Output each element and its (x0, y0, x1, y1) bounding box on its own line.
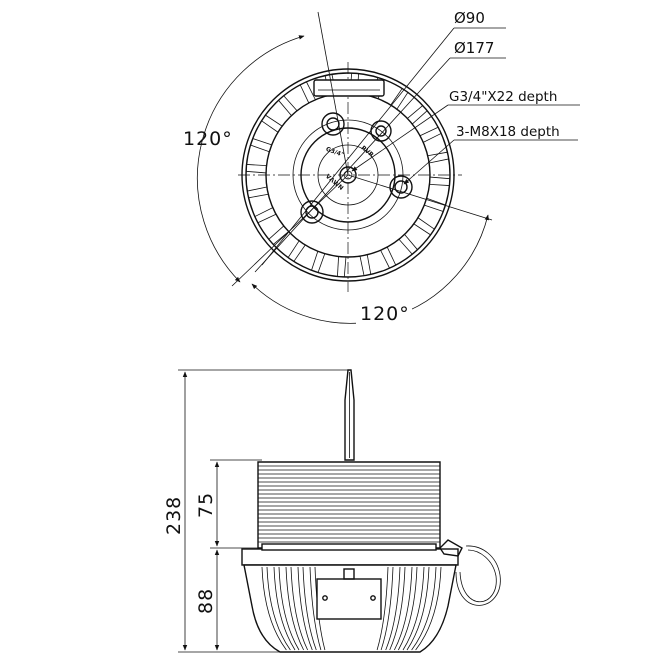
angle-ext-top (317, 11, 349, 176)
fin-line (248, 193, 269, 199)
fin-line (257, 213, 277, 224)
dia177-leader (254, 57, 451, 273)
lanyard-ring-inner (459, 549, 497, 602)
housing-fin (385, 566, 401, 651)
thread-hole-label: G3/4"X22 depth (449, 89, 557, 105)
angle-ext-right (347, 174, 493, 221)
housing-fins (261, 566, 442, 651)
angle-arc-left (197, 35, 305, 283)
fin-line (396, 92, 409, 110)
housing-fin (309, 566, 322, 651)
fin-line (390, 88, 403, 106)
bolt-leader (403, 139, 455, 185)
housing-fin (285, 566, 304, 651)
housing-fin (394, 566, 413, 651)
fin-line (252, 138, 272, 146)
thread-hole-circle (339, 166, 357, 184)
fin-line (411, 110, 428, 125)
housing-fin (398, 566, 418, 651)
housing-fin (402, 566, 425, 651)
fin-line (265, 114, 283, 127)
angle-label-bottom-bg (356, 300, 412, 324)
nameplate-tab (343, 568, 355, 580)
housing-fin (261, 566, 287, 651)
housing-fin (278, 566, 300, 651)
fin-line (417, 217, 435, 230)
fin-line (311, 251, 319, 271)
housing-fin (406, 566, 430, 651)
angle-label-bottom: 120° (360, 303, 410, 325)
housing-fin (389, 566, 406, 651)
thread-hole-inner (343, 170, 353, 180)
fin-line (254, 207, 273, 217)
dia-inner-label: Ø90 (454, 9, 485, 27)
nameplate-screw-left (322, 595, 328, 601)
bolt-hole-1 (321, 112, 345, 136)
housing-fin (376, 566, 389, 651)
fin-line (250, 144, 270, 153)
fin-line (423, 133, 442, 143)
housing-fin (273, 566, 296, 651)
fin-line (429, 176, 450, 180)
fin-line (306, 81, 316, 100)
fin-line (386, 246, 397, 266)
fin-line (426, 197, 446, 206)
side-view: 238 75 88 (163, 369, 501, 653)
fin-line (246, 170, 267, 174)
housing-fin (297, 566, 313, 651)
top-nameplate (313, 79, 385, 97)
angle-label-left: 120° (183, 128, 233, 150)
housing-fin (266, 566, 291, 651)
top-view: G3/4" RVR VΛWN 120° 120° Ø90 Ø177 G3/4"X… (183, 9, 580, 325)
dome-collar (261, 543, 437, 551)
fin-line (429, 158, 449, 164)
fin-line (246, 164, 267, 166)
fin-line (317, 253, 326, 273)
fin-line (413, 223, 431, 236)
housing-fin (380, 566, 394, 651)
fin-line (419, 126, 439, 137)
housing-fin (302, 566, 317, 651)
fin-line (337, 256, 339, 277)
fin-line (380, 250, 390, 269)
thread-leader (351, 104, 449, 172)
housing-fin (415, 566, 442, 651)
fin-line (261, 120, 279, 133)
lamp-dome (257, 461, 441, 549)
fin-line (299, 84, 310, 104)
base-ring (241, 548, 459, 566)
height-total-label: 238 (163, 496, 185, 535)
dome-ribs (258, 465, 440, 543)
height-lower-label: 88 (195, 588, 217, 614)
lanyard-clip (439, 539, 463, 557)
hub-circle (317, 144, 379, 206)
fin-line (407, 105, 423, 119)
housing-fin (411, 566, 437, 651)
dia90-leader (261, 27, 455, 266)
fin-line (366, 254, 372, 275)
bolt-holes-label: 3-M8X18 depth (456, 124, 560, 140)
fin-line (343, 256, 347, 277)
fin-line (429, 184, 450, 186)
fin-line (287, 240, 300, 258)
height-upper-label: 75 (195, 492, 217, 518)
marking-thread: G3/4" (325, 146, 345, 159)
bolt-hole-3 (389, 175, 413, 199)
housing-fin (290, 566, 308, 651)
fin-line (359, 256, 365, 276)
fin-line (293, 244, 306, 262)
nameplate-screw-right (370, 595, 376, 601)
dia-outer-label: Ø177 (454, 39, 494, 57)
lanyard-ring (455, 545, 501, 606)
fin-line (424, 204, 444, 212)
fin-line (247, 186, 267, 192)
